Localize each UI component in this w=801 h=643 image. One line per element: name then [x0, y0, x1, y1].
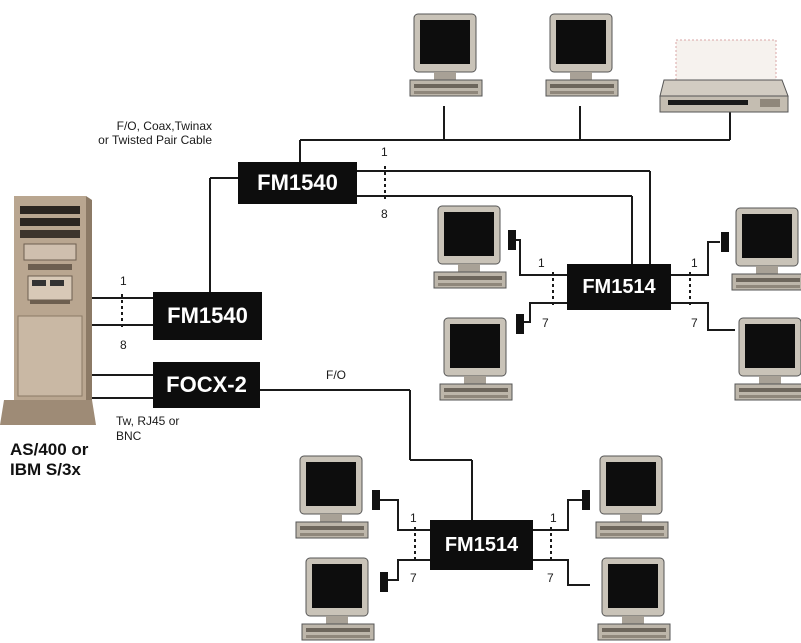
fo-label: F/O: [326, 368, 346, 382]
tw-note-line2: BNC: [116, 429, 142, 443]
port-label: 8: [381, 207, 388, 221]
tw-note-line1: Tw, RJ45 or: [116, 414, 180, 428]
fm1514-lower-port1-left-line: [380, 499, 430, 531]
host-title-line1: AS/400 or: [10, 440, 89, 459]
server-tower-icon: [0, 196, 96, 425]
terminal-icon: [433, 205, 507, 289]
fm1514-upper-port7-right-line: [671, 302, 735, 331]
port-label: 7: [410, 571, 417, 585]
terminal-icon: [409, 13, 483, 97]
port-label: 8: [120, 338, 127, 352]
terminal-icon: [595, 455, 669, 539]
fm1514-upper-box: FM1514: [567, 264, 671, 310]
device-label: FM1514: [582, 275, 656, 298]
connector-plug-icon: [372, 490, 380, 510]
terminal-icon: [734, 317, 801, 401]
connector-plug-icon: [380, 572, 388, 592]
device-label: FM1514: [444, 533, 519, 556]
tw-note: Tw, RJ45 or BNC: [116, 414, 179, 444]
host-title-line2: IBM S/3x: [10, 460, 81, 479]
device-label: FM1540: [257, 170, 338, 195]
terminal-icon: [731, 207, 801, 291]
port-label: 7: [542, 316, 549, 330]
port-label: 1: [550, 511, 557, 525]
terminal-icon: [545, 13, 619, 97]
terminal-icon: [597, 557, 671, 641]
fm1514-upper-port7-left-line: [520, 302, 567, 323]
fm1514-lower-box: FM1514: [430, 520, 533, 570]
device-label: FOCX-2: [166, 372, 247, 397]
focx-box: FOCX-2: [153, 362, 260, 408]
connector-plug-icon: [721, 232, 729, 252]
cable-note-line1: F/O, Coax,Twinax: [116, 119, 212, 133]
printer-icon: [659, 39, 789, 113]
port-label: 7: [547, 571, 554, 585]
host-title: AS/400 or IBM S/3x: [10, 440, 88, 480]
terminal-icon: [439, 317, 513, 401]
fm1514-lower-port7-right-line: [533, 559, 590, 586]
fm1514-lower-port1-right-line: [533, 499, 582, 531]
cable-note-line2: or Twisted Pair Cable: [98, 133, 212, 147]
terminal-icon: [301, 557, 375, 641]
fm1514-lower-port7-left-line: [388, 559, 430, 581]
device-label: FM1540: [167, 303, 248, 328]
connector-plug-icon: [582, 490, 590, 510]
connector-plug-icon: [508, 230, 516, 250]
fm1540-bottom-box: FM1540: [153, 292, 262, 340]
port-label: 7: [691, 316, 698, 330]
terminal-icon: [295, 455, 369, 539]
fm1540-top-box: FM1540: [238, 162, 357, 204]
port-label: 1: [381, 145, 388, 159]
port-label: 1: [410, 511, 417, 525]
cable-note: F/O, Coax,Twinax or Twisted Pair Cable: [84, 119, 212, 147]
port-label: 1: [120, 274, 127, 288]
port-label: 1: [691, 256, 698, 270]
connector-plug-icon: [516, 314, 524, 334]
port-label: 1: [538, 256, 545, 270]
